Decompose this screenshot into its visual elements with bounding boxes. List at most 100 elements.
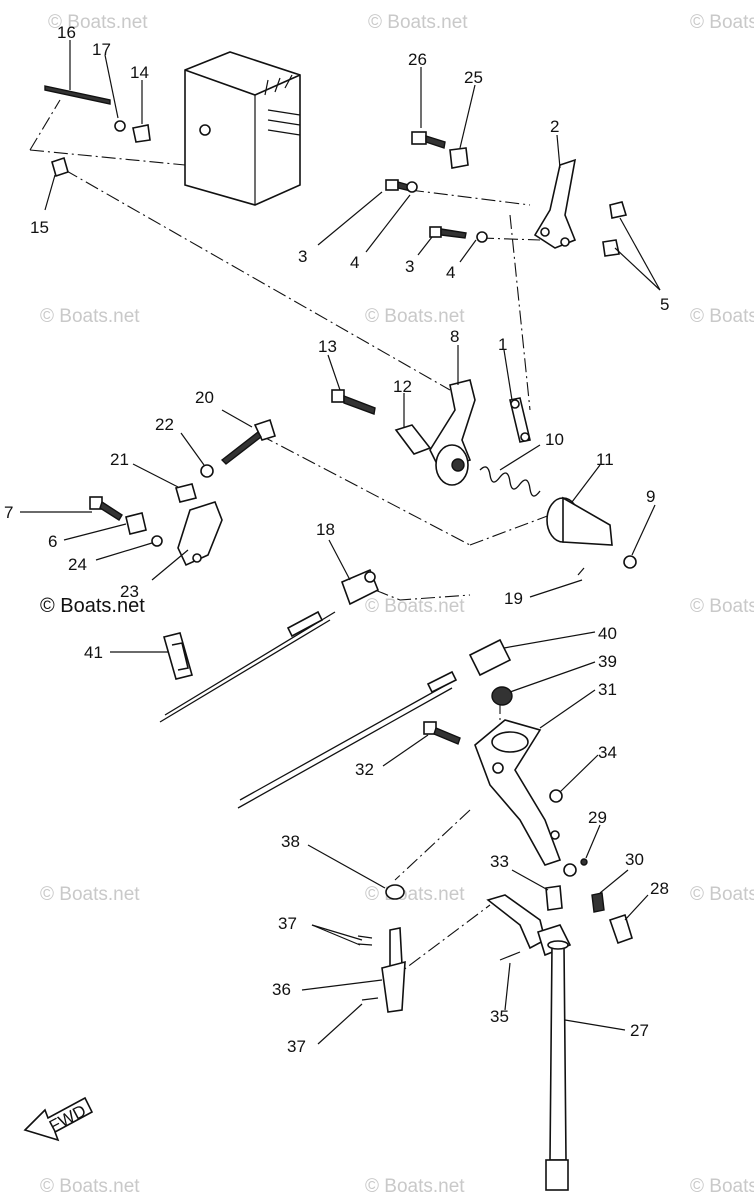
callout: 4: [350, 253, 359, 272]
callout: 36: [272, 980, 291, 999]
pin-19: [577, 567, 585, 576]
watermark: © Boats.net: [365, 596, 465, 617]
callout: 32: [355, 760, 374, 779]
callout: 9: [646, 487, 655, 506]
callout: 15: [30, 218, 49, 237]
callout: 39: [598, 652, 617, 671]
watermark: © Boats.net: [690, 1176, 754, 1197]
callout: 4: [446, 263, 455, 282]
cap-5b: [602, 239, 620, 257]
lever-23: [177, 501, 223, 567]
drum-11: [546, 496, 613, 546]
callout: 5: [660, 295, 669, 314]
pin-35: [499, 951, 521, 961]
bolt-13: [331, 389, 376, 415]
nut-22: [200, 464, 214, 478]
screw-16: [44, 85, 111, 105]
nut-4-upper: [406, 181, 418, 193]
ball-joint-20: [220, 418, 277, 465]
collar-15: [51, 156, 69, 178]
spring-10: [479, 466, 541, 497]
callout: 41: [84, 643, 103, 662]
callout: 28: [650, 879, 669, 898]
callout: 24: [68, 555, 87, 574]
clip-41: [163, 632, 193, 680]
callout: 8: [450, 327, 459, 346]
watermark: © Boats.net: [690, 12, 754, 33]
callout: 17: [92, 40, 111, 59]
callout: 29: [588, 808, 607, 827]
watermark: © Boats.net: [365, 1176, 465, 1197]
watermark: © Boats.net: [690, 884, 754, 905]
callout: 16: [57, 23, 76, 42]
callout: 1: [498, 335, 507, 354]
watermark: © Boats.net: [40, 595, 145, 617]
spring-30: [591, 892, 605, 913]
callout: 10: [545, 430, 564, 449]
washer-38: [385, 884, 405, 900]
callout: 27: [630, 1021, 649, 1040]
leader-lines: [20, 40, 661, 1045]
washer-24: [151, 535, 163, 547]
callout: 14: [130, 63, 149, 82]
watermarks: © Boats.net © Boats.net © Boats.net © Bo…: [40, 12, 754, 1197]
callout: 37: [287, 1037, 306, 1056]
cap-5a: [609, 201, 628, 219]
bolt-3-lower: [429, 226, 467, 239]
washer-17: [114, 120, 126, 132]
callout: 3: [298, 247, 307, 266]
callout: 26: [408, 50, 427, 69]
callout: 20: [195, 388, 214, 407]
shift-cam-36: [381, 927, 406, 1013]
cdi-module: [184, 51, 301, 206]
link-rod-1: [509, 397, 531, 443]
callout: 22: [155, 415, 174, 434]
bolt-7: [89, 496, 123, 521]
ball-29: [580, 858, 588, 866]
pin-37b: [361, 997, 379, 1001]
callout: 2: [550, 117, 559, 136]
watermark: © Boats.net: [365, 306, 465, 327]
bolt-32: [423, 721, 461, 745]
bolt-28: [608, 913, 633, 945]
shift-lever-31: [474, 719, 577, 877]
callout: 11: [596, 450, 614, 469]
shift-rod-27: [545, 940, 569, 1191]
joint-21: [175, 483, 197, 503]
callout: 21: [110, 450, 129, 469]
fwd-label: FWD: [46, 1101, 89, 1136]
callouts: 16 17 14 15 26 25 2 3 4 3 4 5 13 8 1 12 …: [4, 23, 669, 1056]
watermark: © Boats.net: [690, 306, 754, 327]
watermark: © Boats.net: [365, 884, 465, 905]
watermark: © Boats.net: [40, 884, 140, 905]
watermark: © Boats.net: [40, 306, 140, 327]
callout: 25: [464, 68, 483, 87]
callout: 7: [4, 503, 13, 522]
collar-33: [545, 885, 563, 911]
collar-12: [394, 424, 432, 455]
callout: 3: [405, 257, 414, 276]
grommet-14: [132, 124, 151, 143]
callout: 38: [281, 832, 300, 851]
callout: 23: [120, 582, 139, 601]
watermark: © Boats.net: [368, 12, 468, 33]
washer-9: [623, 555, 637, 569]
joint-40: [468, 638, 512, 677]
fwd-arrow-icon: FWD: [23, 1096, 94, 1142]
watermark: © Boats.net: [48, 12, 148, 33]
washer-34: [549, 789, 563, 803]
nut-4-lower: [476, 231, 488, 243]
callout: 31: [598, 680, 617, 699]
callout: 12: [393, 377, 412, 396]
collar-39: [491, 686, 513, 706]
watermark: © Boats.net: [690, 596, 754, 617]
cable-end: [286, 610, 324, 638]
collar-6: [125, 512, 147, 535]
callout: 33: [490, 852, 509, 871]
cable-end-2: [426, 670, 458, 694]
shift-cable: [237, 679, 456, 809]
callout: 35: [490, 1007, 509, 1026]
callout: 18: [316, 520, 335, 539]
watermark: © Boats.net: [40, 1176, 140, 1197]
